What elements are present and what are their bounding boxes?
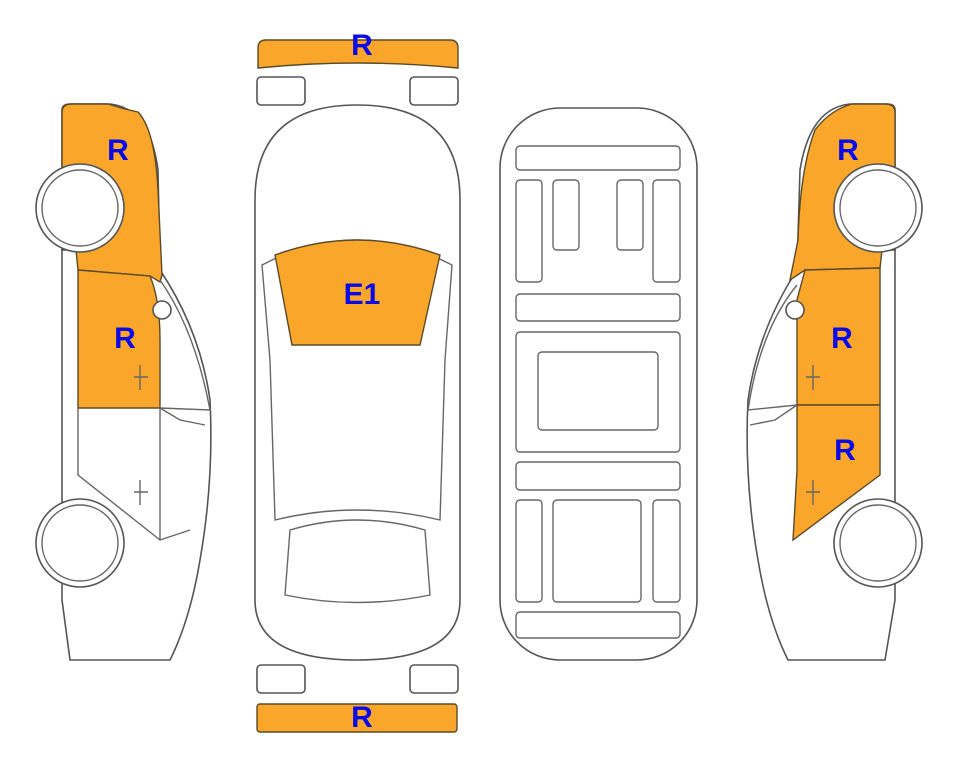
left-front-door-code: R <box>114 322 136 355</box>
left-front-wheel <box>35 163 125 253</box>
windshield-damage[interactable] <box>274 239 441 346</box>
front-bumper-code: R <box>351 29 373 62</box>
right-rear-wheel <box>833 498 923 588</box>
left-side-view: R R <box>35 103 212 661</box>
left-front-fender-code: R <box>107 134 129 167</box>
rear-bumper-damage[interactable] <box>256 703 458 733</box>
windshield-code: E1 <box>344 278 381 311</box>
left-rear-wheel <box>35 498 125 588</box>
right-side-view: R R R <box>746 103 923 661</box>
right-rear-door-code: R <box>834 434 856 467</box>
right-front-wheel <box>833 163 923 253</box>
front-bumper-damage[interactable] <box>257 39 459 69</box>
top-view: R E1 R <box>254 29 461 734</box>
rear-bumper-code: R <box>351 701 373 734</box>
right-front-fender-code: R <box>837 134 859 167</box>
right-rear-door-damage[interactable] <box>792 404 881 542</box>
right-front-door-code: R <box>831 322 853 355</box>
underside-view <box>499 107 698 661</box>
